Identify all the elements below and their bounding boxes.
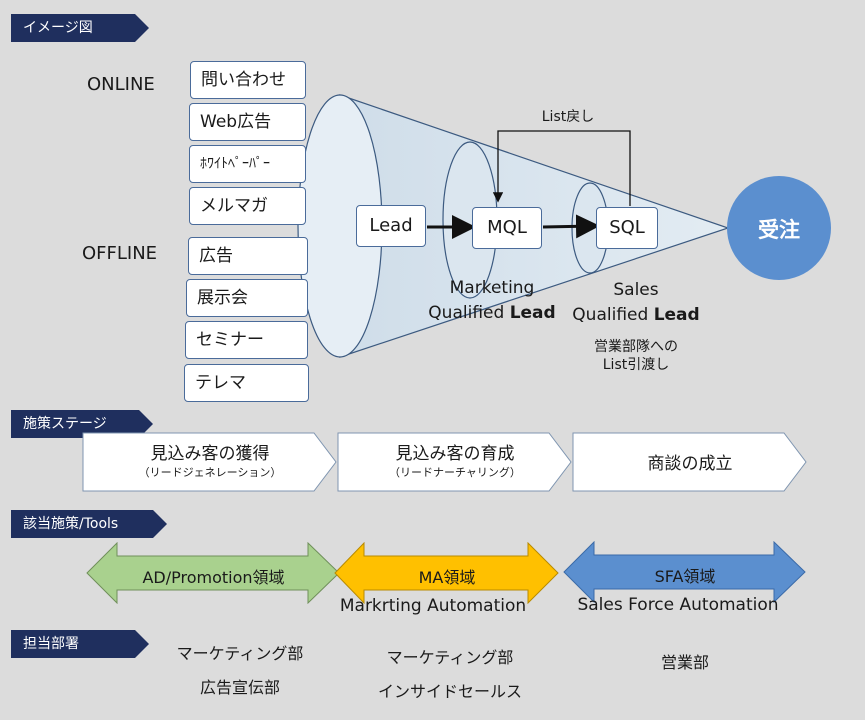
source-telemarketing: テレマ bbox=[184, 364, 309, 402]
online-label: ONLINE bbox=[87, 74, 155, 95]
stage-nurturing-title: 見込み客の育成 bbox=[395, 444, 515, 464]
source-mail-magazine: メルマガ bbox=[189, 187, 306, 225]
dept-1-line2: 広告宣伝部 bbox=[199, 678, 280, 697]
arrow-mql-to-sql bbox=[542, 214, 600, 239]
tool-arrow-sfa bbox=[563, 541, 806, 603]
stage-acquisition-title: 見込み客の獲得 bbox=[150, 444, 270, 464]
mql-caption-line2: Qualified Lead bbox=[428, 303, 556, 323]
source-ad: 広告 bbox=[188, 237, 308, 275]
source-inquiry: 問い合わせ bbox=[190, 61, 306, 99]
handover-note: 営業部隊への List引渡し bbox=[566, 338, 706, 374]
source-exhibition: 展示会 bbox=[186, 279, 308, 317]
stage-deal-title: 商談の成立 bbox=[647, 454, 733, 474]
list-return-label: List戻し bbox=[541, 109, 595, 125]
section-tag-image: イメージ図 bbox=[11, 14, 149, 42]
dept-column-3: 営業部 bbox=[625, 649, 745, 673]
tool-arrow-ma bbox=[334, 542, 559, 604]
dept-2-line2: インサイドセールス bbox=[377, 682, 522, 701]
tool-sfa-caption: Sales Force Automation bbox=[577, 595, 779, 615]
section-tag-departments: 担当部署 bbox=[11, 630, 149, 658]
node-lead: Lead bbox=[356, 205, 426, 247]
dept-column-2: マーケティング部 インサイドセールス bbox=[370, 641, 530, 709]
offline-label: OFFLINE bbox=[82, 243, 158, 264]
tool-ma-caption: Markrting Automation bbox=[339, 596, 527, 616]
mql-caption-line1: Marketing bbox=[449, 278, 535, 298]
node-sql: SQL bbox=[596, 207, 658, 249]
source-whitepaper: ﾎﾜｲﾄﾍﾟｰﾊﾟｰ bbox=[189, 145, 306, 183]
sql-caption-line1: Sales bbox=[613, 280, 659, 300]
order-circle bbox=[727, 176, 831, 280]
sql-caption: Sales Qualified Lead bbox=[556, 278, 716, 328]
stage-acquisition: 見込み客の獲得 （リードジェネレーション） bbox=[82, 432, 338, 492]
node-mql: MQL bbox=[472, 207, 542, 249]
dept-column-1: マーケティング部 広告宣伝部 bbox=[160, 637, 320, 705]
stage-deal: 商談の成立 bbox=[572, 432, 808, 492]
section-tag-stages: 施策ステージ bbox=[11, 410, 153, 438]
stage-nurturing: 見込み客の育成 （リードナーチャリング） bbox=[337, 432, 573, 492]
dept-3-line1: 営業部 bbox=[660, 653, 709, 672]
handover-line1: 営業部隊への bbox=[594, 339, 678, 355]
tool-ma-label: MA領域 bbox=[418, 568, 476, 587]
list-return-arrow bbox=[492, 130, 631, 206]
sql-caption-line2: Qualified Lead bbox=[572, 305, 700, 325]
stage-acquisition-subtitle: （リードジェネレーション） bbox=[138, 466, 282, 479]
source-seminar: セミナー bbox=[185, 321, 308, 359]
order-label: 受注 bbox=[758, 218, 800, 242]
tool-ad-label: AD/Promotion領域 bbox=[142, 568, 285, 587]
handover-line2: List引渡し bbox=[602, 357, 670, 373]
dept-2-line1: マーケティング部 bbox=[386, 648, 514, 667]
tool-sfa-label: SFA領域 bbox=[654, 567, 716, 586]
mql-caption: Marketing Qualified Lead bbox=[412, 276, 572, 326]
dept-1-line1: マーケティング部 bbox=[176, 644, 304, 663]
stage-nurturing-subtitle: （リードナーチャリング） bbox=[389, 466, 521, 479]
source-web-ad: Web広告 bbox=[189, 103, 306, 141]
section-tag-tools: 該当施策/Tools bbox=[11, 510, 167, 538]
